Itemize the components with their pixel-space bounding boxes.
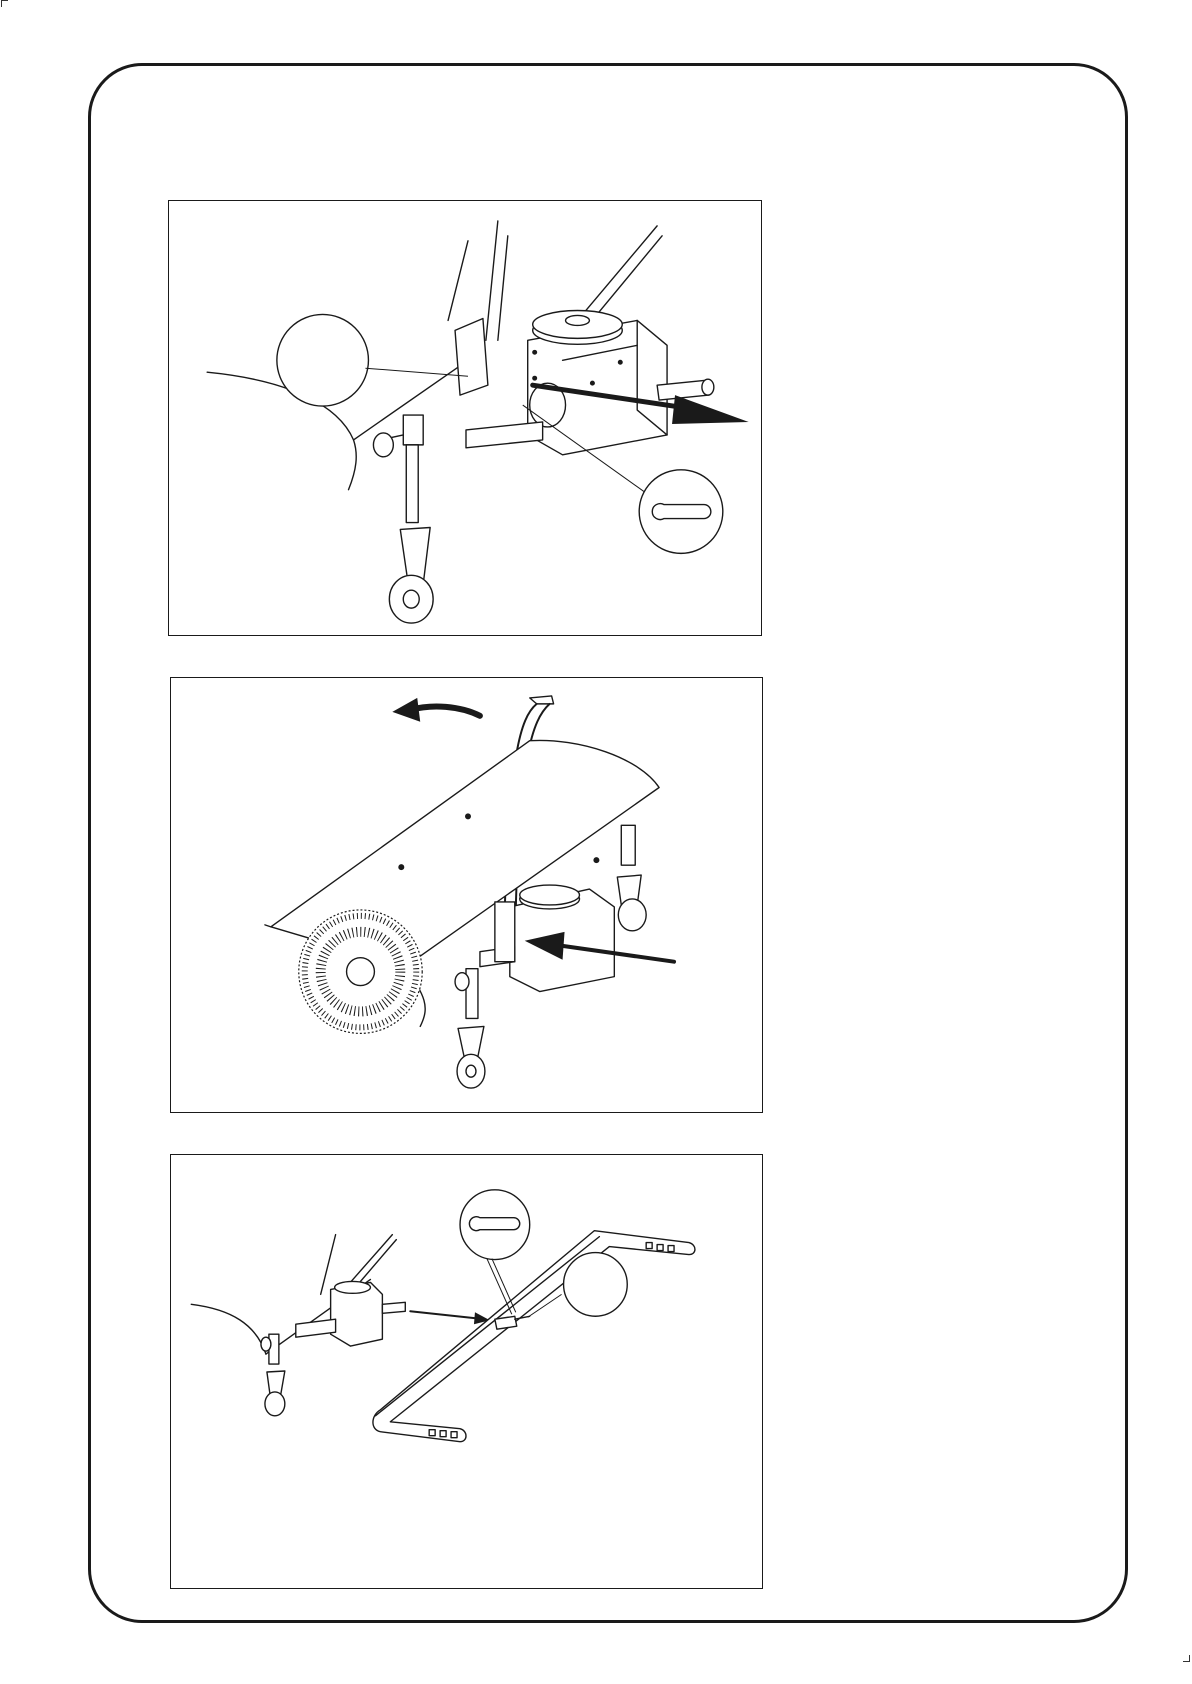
rotate-arrow-icon (392, 698, 480, 722)
brush-roller (299, 910, 422, 1033)
caster-wheel (373, 415, 433, 623)
caster-wheel (455, 969, 485, 1088)
figure-2-fold-handle (170, 677, 763, 1113)
mounting-plate (455, 318, 488, 395)
caster-wheel-right (617, 825, 646, 931)
figure-3-attach-frame (170, 1154, 763, 1589)
housing-outline (191, 1304, 266, 1354)
gearbox (296, 1281, 405, 1346)
mounting-frame (373, 1231, 695, 1442)
crop-mark-top-left (1, 0, 8, 7)
figure-1-illustration (169, 201, 761, 635)
connect-arrow-icon (410, 1311, 490, 1324)
handle-bar (486, 221, 498, 340)
crop-mark-bottom-right (1183, 1655, 1190, 1662)
figure-2-illustration (171, 678, 762, 1112)
figure-3-illustration (171, 1155, 762, 1588)
gearbox (528, 310, 667, 454)
figure-1-remove-shaft (168, 200, 762, 636)
caster-wheel (261, 1334, 285, 1416)
callout-circle-blank (277, 314, 468, 406)
